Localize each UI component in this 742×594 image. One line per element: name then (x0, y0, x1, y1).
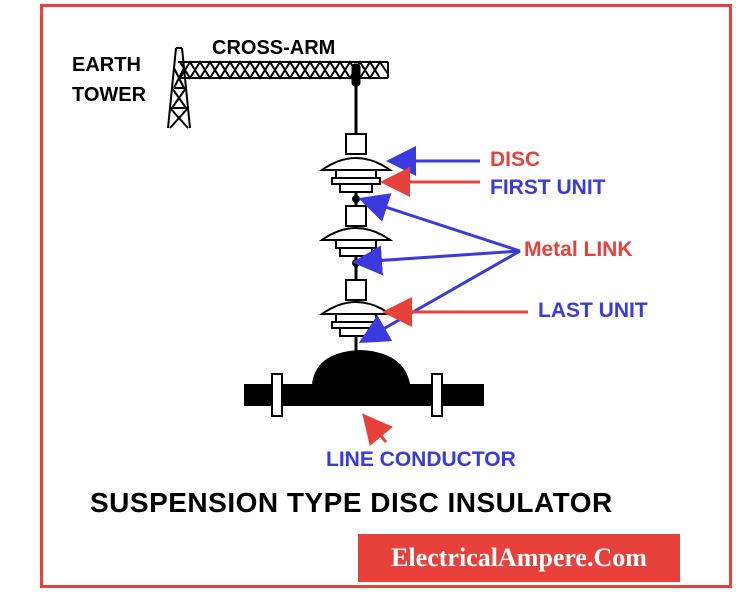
last-unit-label: LAST UNIT (538, 299, 648, 322)
disc-label: DISC (490, 148, 541, 171)
brand-badge: ElectricalAmpere.Com (358, 534, 680, 582)
annotation-arrows (352, 146, 528, 447)
disc-unit-1 (318, 133, 394, 206)
disc-unit-3 (318, 279, 394, 352)
line-conductor-label: LINE CONDUCTOR (326, 448, 516, 471)
cross-arm-label: CROSS-ARM (212, 37, 336, 59)
metal-link-label: Metal LINK (524, 238, 633, 261)
earth-tower (167, 47, 191, 129)
tower-label: TOWER (72, 84, 147, 106)
diagram-frame (40, 4, 732, 588)
first-unit-label: FIRST UNIT (490, 176, 606, 199)
earth-label: EARTH (72, 54, 141, 76)
disc-unit-2 (318, 205, 394, 280)
diagram-title: SUSPENSION TYPE DISC INSULATOR (90, 487, 613, 518)
hanger (351, 63, 361, 134)
line-conductor-clamp (244, 350, 484, 417)
